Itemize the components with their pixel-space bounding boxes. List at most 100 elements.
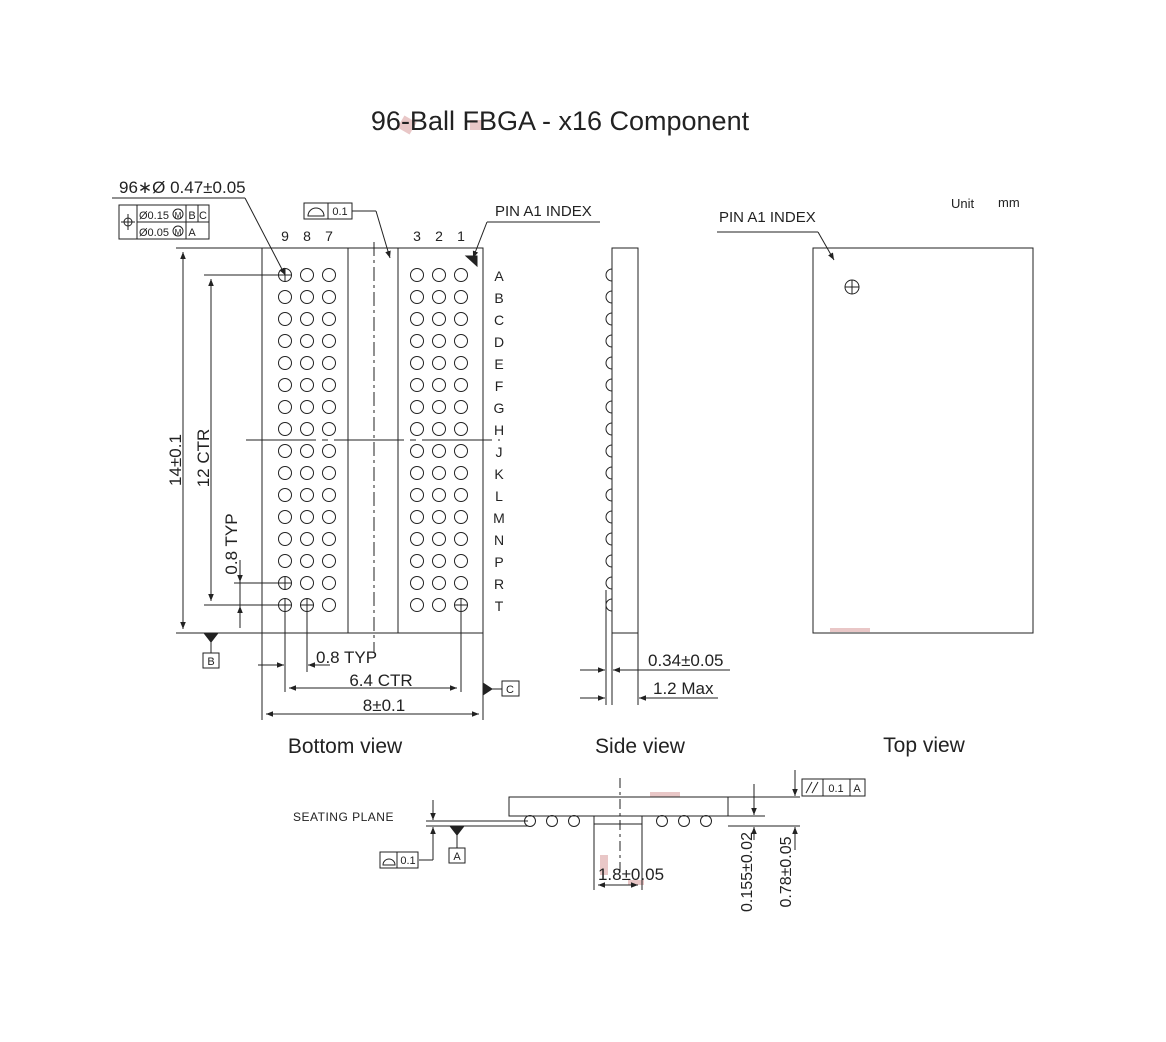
datum-b-box [202,652,220,669]
page-title: 96-Ball FBGA - x16 Component [371,106,750,136]
ball [300,334,314,348]
ball [300,532,314,546]
datum-c-label: C [506,684,514,696]
col-label-7: 7 [325,228,333,244]
ball [322,532,336,546]
ball [322,290,336,304]
ball [454,378,468,392]
col-label-9: 9 [281,228,289,244]
ball [300,488,314,502]
ball [278,466,292,480]
side-ball [605,378,613,392]
col-label-3: 3 [413,228,421,244]
ball [454,356,468,370]
ball [322,356,336,370]
side-ball [605,576,613,590]
unit-label: Unit [951,196,975,211]
side-view-caption: Side view [595,735,686,758]
package-outline-detail [508,796,729,817]
ball [432,532,446,546]
side-ball [605,290,613,304]
ball-diameter-callout: 96∗Ø 0.47±0.05 [119,178,246,197]
bottom-view [112,197,600,720]
ball [322,466,336,480]
ball [432,400,446,414]
ball [432,356,446,370]
profile-tolerance-value: 0.1 [332,206,347,218]
ball [278,510,292,524]
ball [278,488,292,502]
ball [300,576,314,590]
dim-max-height: 1.2 Max [653,679,714,698]
row-label-p: P [494,554,503,570]
ball [300,510,314,524]
package-outline-top [812,247,1034,634]
ball [432,466,446,480]
row-label-k: K [494,466,504,482]
detail-balls [524,815,712,827]
ball [454,312,468,326]
detail-ball [546,815,558,827]
side-ball [605,268,613,282]
ball [278,290,292,304]
fcf-datum-c: C [199,210,207,222]
ball-array [278,268,468,612]
ball [410,576,424,590]
ball [432,422,446,436]
ball [278,378,292,392]
fcf-tolerance-1: Ø0.15 [139,210,169,222]
side-ball [605,444,613,458]
dim-substrate-thickness: 0.155±0.02 [739,832,756,912]
ball [278,422,292,436]
ball [322,334,336,348]
ball [322,422,336,436]
side-view [580,247,730,705]
row-label-t: T [495,598,504,614]
ball [300,312,314,326]
dim-ball-ctr-vertical: 12 CTR [194,429,213,488]
ball [454,466,468,480]
ball [432,510,446,524]
ball [300,290,314,304]
ball [278,444,292,458]
detail-ball [678,815,690,827]
ball [410,488,424,502]
ball [322,378,336,392]
ball [322,576,336,590]
dim-package-height: 14±0.1 [166,434,185,486]
ball [454,444,468,458]
ball [432,488,446,502]
bottom-view-caption: Bottom view [288,735,403,758]
ball [432,576,446,590]
row-label-h: H [494,422,504,438]
dim-body-thickness: 0.78±0.05 [778,836,795,907]
ball [432,312,446,326]
ball [410,422,424,436]
ball [410,510,424,524]
ball [300,554,314,568]
ball [410,312,424,326]
ball [300,356,314,370]
side-ball [605,554,613,568]
row-label-b: B [494,290,503,306]
ball [410,532,424,546]
parallelism-tolerance: 0.1 [828,783,843,795]
flatness-tolerance: 0.1 [400,855,415,867]
fcf-modifier-2: M [175,228,182,237]
ball [278,400,292,414]
package-outline-side [611,247,639,634]
row-label-e: E [494,356,503,372]
ball [300,400,314,414]
side-ball [605,466,613,480]
unit-value: mm [998,195,1020,210]
fcf-tolerance-2: Ø0.05 [139,227,169,239]
ball [278,312,292,326]
side-ball [605,356,613,370]
top-view [717,231,1034,634]
ball [322,444,336,458]
dim-ball-window: 1.8±0.05 [598,865,664,884]
datum-c-box [501,680,520,697]
detail-ball [700,815,712,827]
ball [300,378,314,392]
